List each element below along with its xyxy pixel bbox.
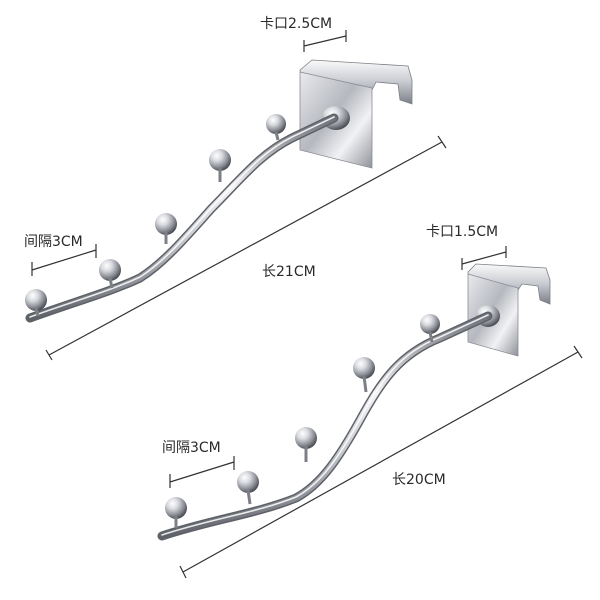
top-length-label: 长21CM bbox=[262, 264, 316, 280]
top-clip-dimension bbox=[303, 30, 347, 52]
top-hook-knob bbox=[266, 114, 286, 134]
bottom-hook-knob bbox=[420, 314, 440, 334]
bottom-hook bbox=[157, 263, 551, 541]
bottom-clip-label: 卡口1.5CM bbox=[426, 224, 498, 240]
top-hook-knob bbox=[25, 289, 47, 311]
top-hook bbox=[25, 59, 413, 323]
bottom-spacing-dimension bbox=[169, 456, 235, 488]
bottom-hook-knob bbox=[295, 427, 317, 449]
top-hook-rod bbox=[25, 113, 339, 323]
bottom-clip-dimension bbox=[461, 246, 507, 270]
bottom-spacing-label: 间隔3CM bbox=[162, 440, 221, 456]
bottom-hook-knob bbox=[353, 357, 375, 379]
bottom-hook-rod bbox=[157, 311, 493, 541]
top-hook-knob bbox=[99, 259, 121, 281]
top-spacing-label: 间隔3CM bbox=[24, 234, 83, 250]
top-clip-label: 卡口2.5CM bbox=[260, 16, 332, 32]
bottom-length-label: 长20CM bbox=[392, 472, 446, 488]
bottom-hook-knob bbox=[237, 471, 259, 493]
bottom-hook-knob bbox=[165, 497, 187, 519]
top-dimensions bbox=[31, 30, 447, 361]
top-hook-knob bbox=[209, 149, 231, 171]
bottom-length-dimension bbox=[179, 345, 583, 579]
top-length-dimension bbox=[45, 135, 447, 361]
top-hook-knob bbox=[155, 213, 177, 235]
bottom-dimensions bbox=[169, 246, 583, 579]
top-spacing-dimension bbox=[31, 244, 97, 276]
